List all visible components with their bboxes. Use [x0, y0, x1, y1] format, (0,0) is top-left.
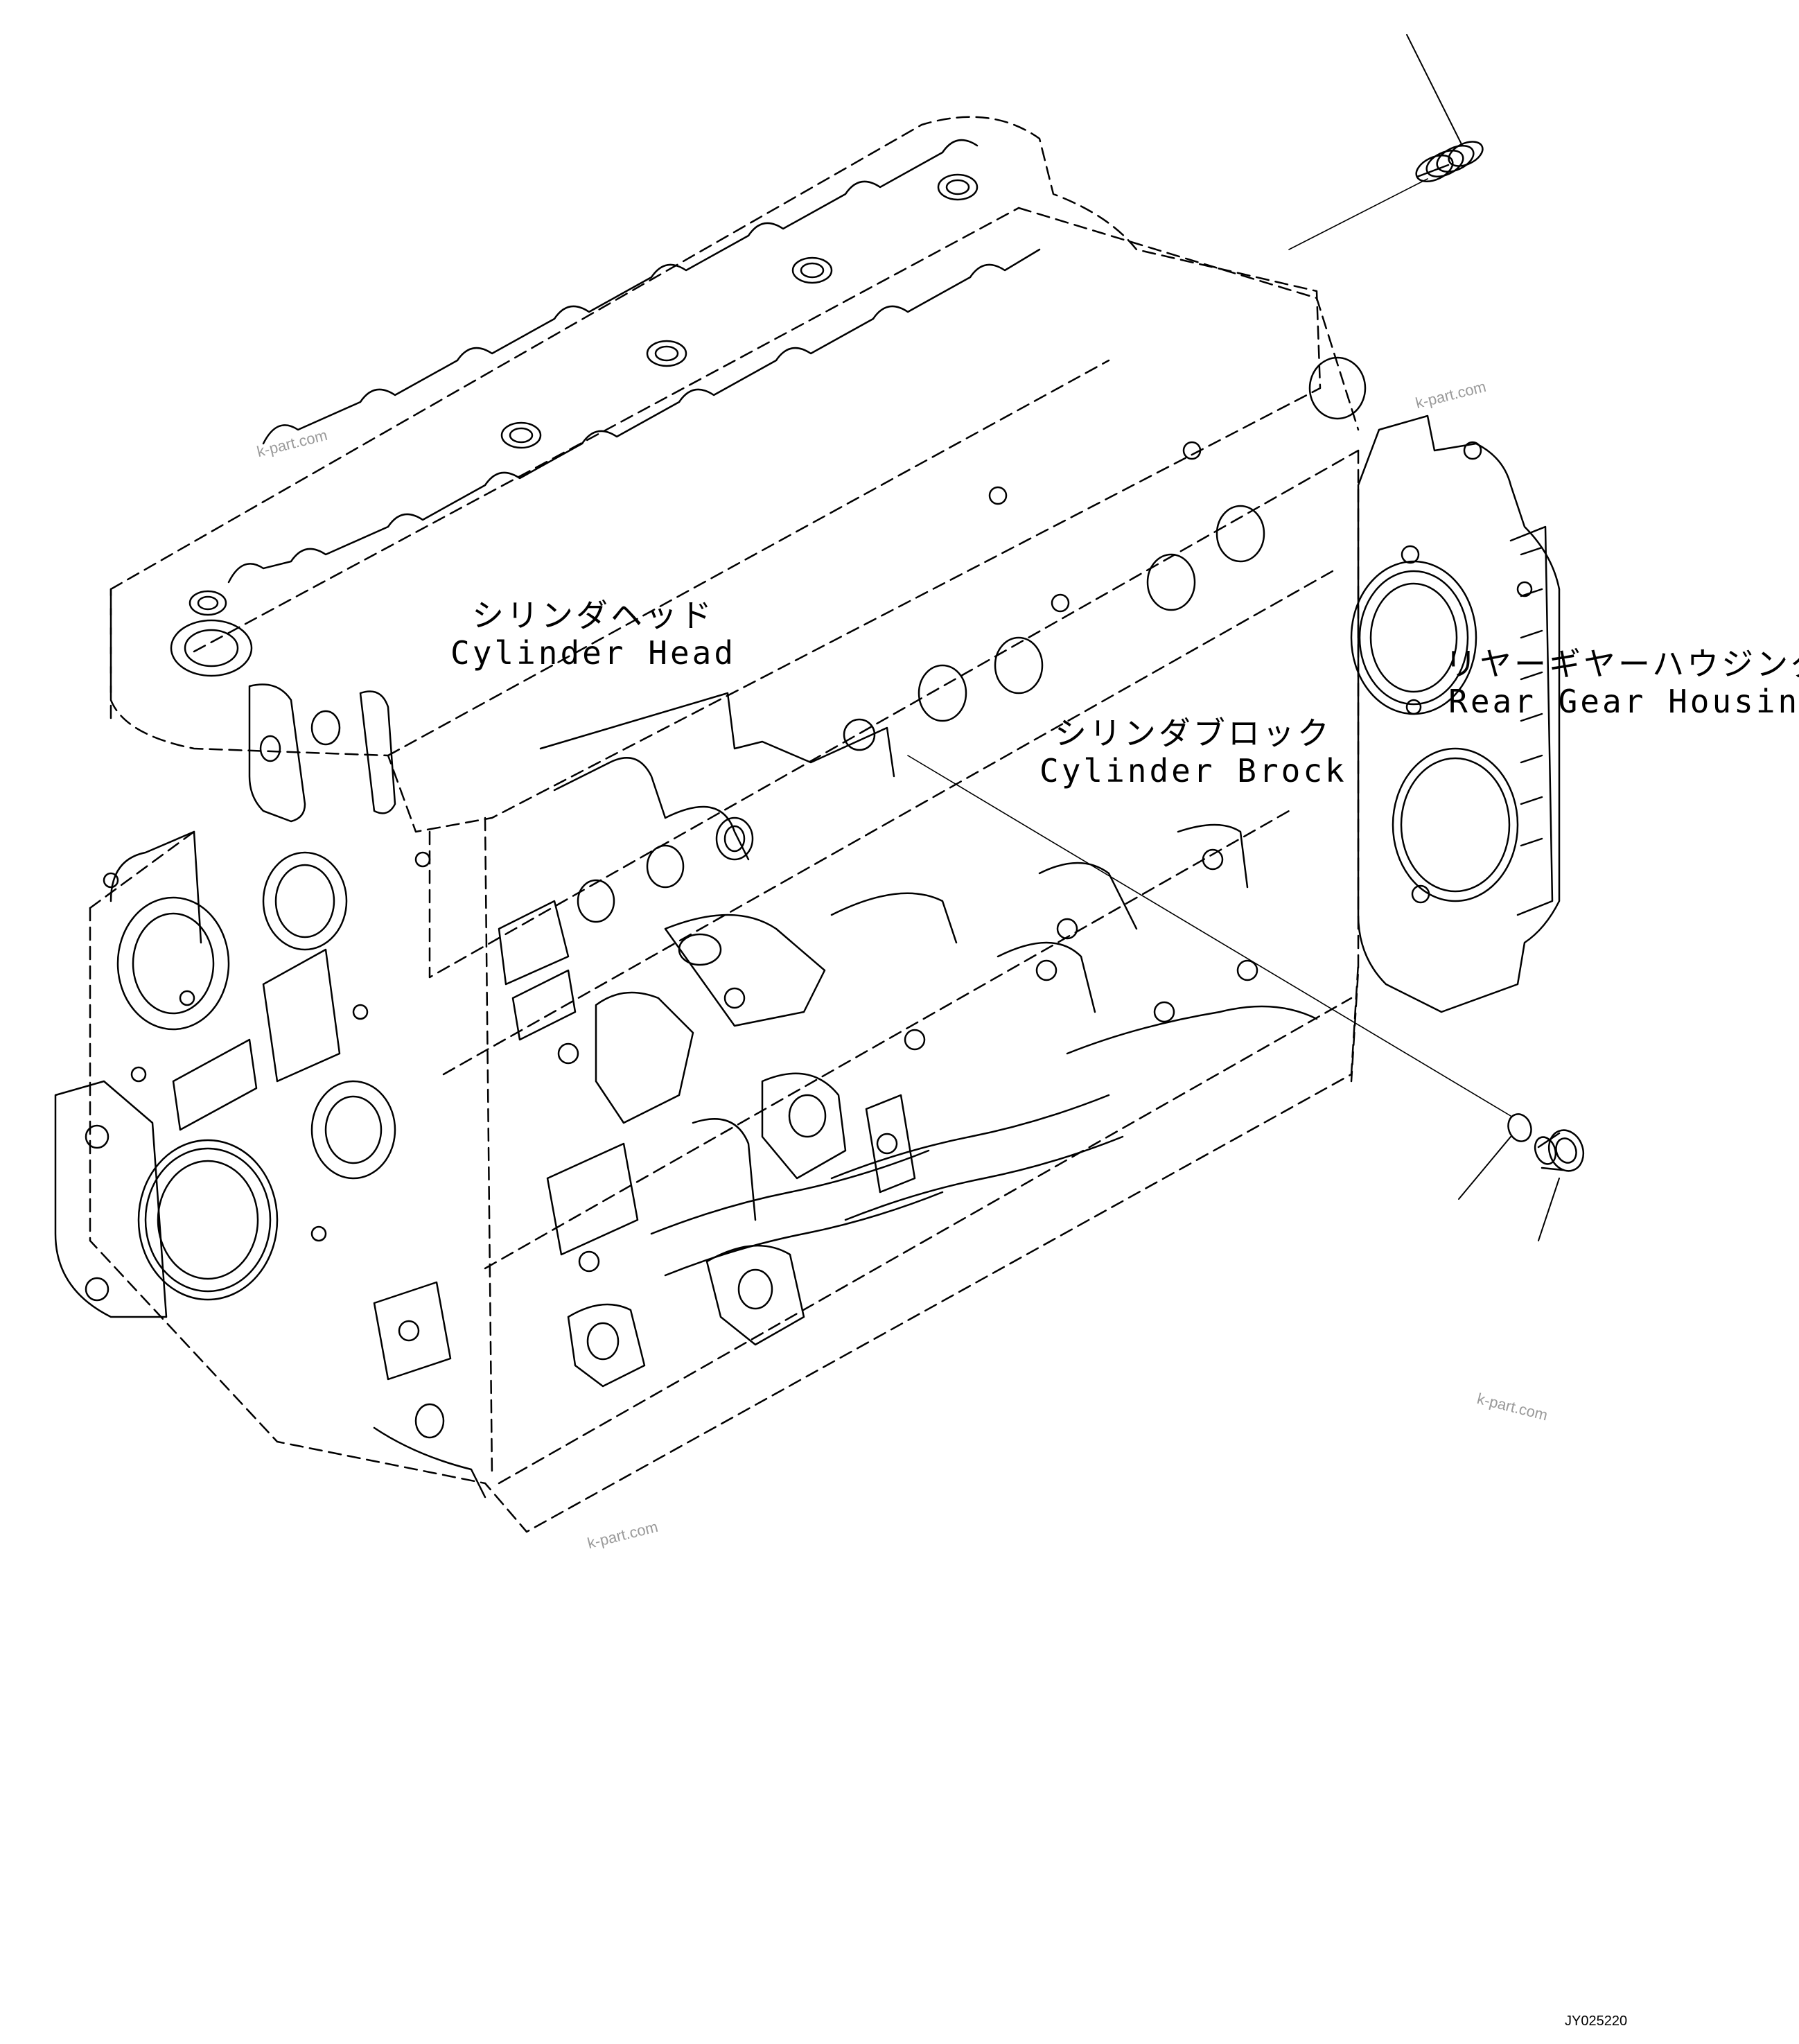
o-ring-leader — [1458, 1136, 1511, 1200]
top-plug-part — [1415, 141, 1484, 182]
rear-gear-housing-label-en: Rear Gear Housing — [1448, 683, 1799, 720]
o-ring-part — [1507, 1113, 1532, 1142]
cylinder-head-label: シリンダヘッド Cylinder Head — [450, 600, 736, 669]
side-plug-leader — [1538, 1178, 1560, 1241]
drawing-code: JY025220 — [1565, 2014, 1628, 2029]
rear-gear-housing-label-jp: リヤーギヤーハウジング — [1445, 645, 1799, 683]
block-rear-dashed — [1315, 297, 1360, 1083]
block-front-face — [54, 683, 486, 1499]
cylinder-head-ridge — [227, 139, 1041, 584]
cylinder-block-label-jp: シリンダブロック — [1054, 715, 1332, 752]
cylinder-head-label-jp: シリンダヘッド — [472, 597, 715, 634]
rear-gear-housing-label: リヤーギヤーハウジング Rear Gear Housing — [1445, 648, 1799, 717]
top-plug-center-line — [1288, 178, 1428, 250]
top-plug-leader — [1406, 34, 1463, 146]
block-side-face — [498, 692, 1318, 1388]
cylinder-head-outline — [109, 116, 1322, 833]
rear-gear-housing-outline — [1350, 414, 1561, 1013]
cylinder-block-label-en: Cylinder Brock — [1039, 752, 1347, 789]
block-plug-center-line — [907, 755, 1511, 1117]
cylinder-head-label-en: Cylinder Head — [450, 634, 737, 672]
side-plug-part — [1534, 1129, 1585, 1172]
cylinder-head-holes — [170, 173, 1367, 751]
cylinder-block-label: シリンダブロック Cylinder Brock — [1039, 717, 1347, 787]
